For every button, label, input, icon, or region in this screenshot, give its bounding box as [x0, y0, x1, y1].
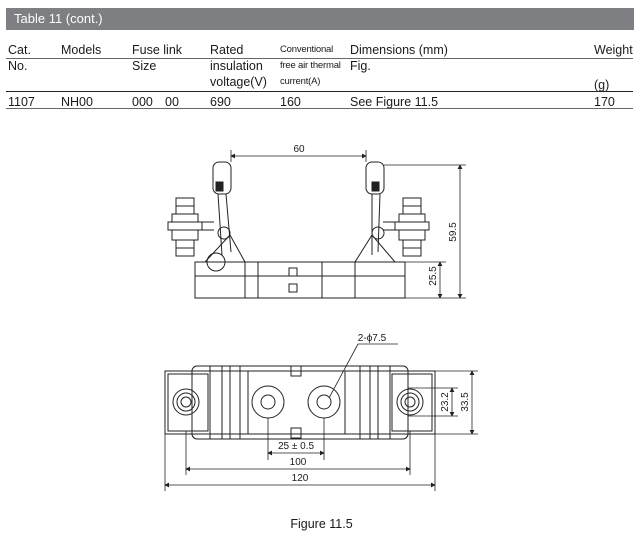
header-divider	[6, 58, 633, 59]
cell-cat-no: 1107	[8, 95, 35, 109]
side-view	[167, 161, 430, 299]
header-conv-line3: current(A)	[280, 76, 321, 87]
dim-spacing: 25 ± 0.5	[278, 441, 315, 452]
header-conv-line2: free air thermal	[280, 60, 341, 71]
cell-figure-ref: See Figure 11.5	[350, 95, 439, 109]
dim-120: 120	[292, 473, 309, 484]
dim-33-5: 33.5	[460, 392, 471, 412]
header-conventional-current: Conventional free air thermal current(A)	[280, 42, 341, 90]
cell-fuse-size-a: 000	[132, 95, 153, 109]
header-weight-line1: Weight	[594, 43, 633, 57]
dim-25-5: 25.5	[428, 266, 439, 286]
cell-weight: 170	[594, 95, 615, 109]
cell-voltage: 690	[210, 95, 231, 109]
dim-59-5: 59.5	[448, 222, 459, 242]
header-rated-voltage: Rated insulation voltage(V)	[210, 42, 267, 90]
dim-hole: 2-ϕ7.5	[358, 333, 387, 344]
header-dim-line1: Dimensions (mm)	[350, 43, 448, 57]
cell-fuse-size-b: 00	[165, 95, 179, 109]
header-models: Models	[61, 42, 101, 58]
header-rated-line3: voltage(V)	[210, 75, 267, 89]
header-rated-line2: insulation	[210, 59, 263, 73]
dim-100: 100	[290, 457, 307, 468]
header-weight: Weight	[594, 42, 633, 58]
header-bottom-rule	[6, 91, 633, 92]
header-dim-line2: Fig.	[350, 59, 371, 73]
cell-current: 160	[280, 95, 301, 109]
table-title-banner: Table 11 (cont.)	[6, 8, 634, 30]
row-bottom-rule	[6, 108, 633, 109]
cell-model: NH00	[61, 95, 93, 109]
header-fuse-link: Fuse link Size	[132, 42, 182, 74]
figure-caption: Figure 11.5	[290, 517, 353, 531]
header-fuse-line1: Fuse link	[132, 43, 183, 57]
header-weight-line2: (g)	[594, 78, 610, 92]
header-cat-line2: No.	[8, 59, 28, 73]
table-title: Table 11 (cont.)	[14, 11, 103, 26]
dim-60: 60	[293, 144, 305, 155]
header-conv-line1: Conventional	[280, 44, 334, 55]
header-cat-no: Cat. No.	[8, 42, 31, 74]
top-view	[164, 365, 436, 440]
header-rated-line1: Rated	[210, 43, 244, 57]
header-models-line1: Models	[61, 43, 102, 57]
dim-23-2: 23.2	[440, 392, 451, 412]
header-dimensions: Dimensions (mm) Fig.	[350, 42, 448, 74]
header-fuse-line2: Size	[132, 59, 157, 73]
header-cat-line1: Cat.	[8, 43, 31, 57]
header-weight-unit: (g)	[594, 77, 609, 93]
